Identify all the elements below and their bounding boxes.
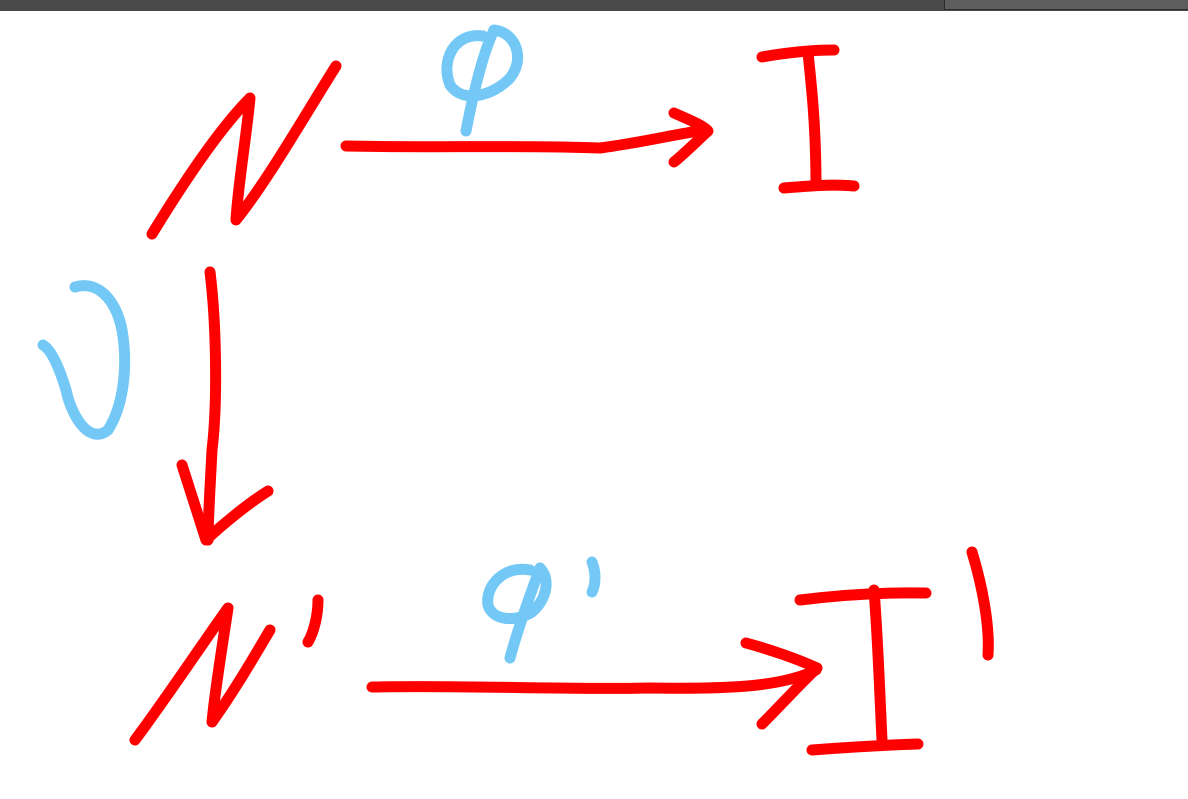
node-N-glyph [146,60,342,240]
node-I-glyph-bottom [778,179,860,194]
edge-N-prime-to-I-prime-label-glyph [482,562,552,664]
edge-N-to-I-label-glyph [441,24,524,137]
edge-N-to-N-prime-label-glyph [37,280,131,440]
node-I-prime-glyph-stem [868,584,888,746]
edge-N-prime-to-I-prime-arrowhead [740,637,823,730]
edge-N-to-I: φ [340,24,714,168]
node-I-glyph-stem [802,47,822,191]
node-N: N [146,60,342,240]
window-top-bar [0,0,1188,11]
edge-N-to-N-prime: J [37,266,274,546]
node-I-prime: I' [794,546,994,756]
edge-N-to-I-line [340,124,712,154]
node-I-prime-glyph-top [794,587,932,606]
node-I-glyph-top [756,44,840,63]
edge-N-to-N-prime-arrowhead [176,459,274,546]
node-I-prime-glyph-bottom [806,738,924,756]
edge-N-prime-to-I-prime-line [366,664,822,694]
node-N-prime-tick [302,594,324,648]
edge-N-prime-to-I-prime-label-tick [586,556,601,598]
edge-N-to-N-prime-line [202,266,222,546]
node-I: I [756,44,860,194]
node-N-prime-glyph [129,602,276,746]
edge-N-prime-to-I-prime: φ' [366,556,823,730]
node-N-prime: N' [129,594,324,746]
edge-N-to-I-arrowhead [668,107,714,168]
top-bar-panel [944,0,1188,10]
node-I-prime-tick [966,546,994,661]
